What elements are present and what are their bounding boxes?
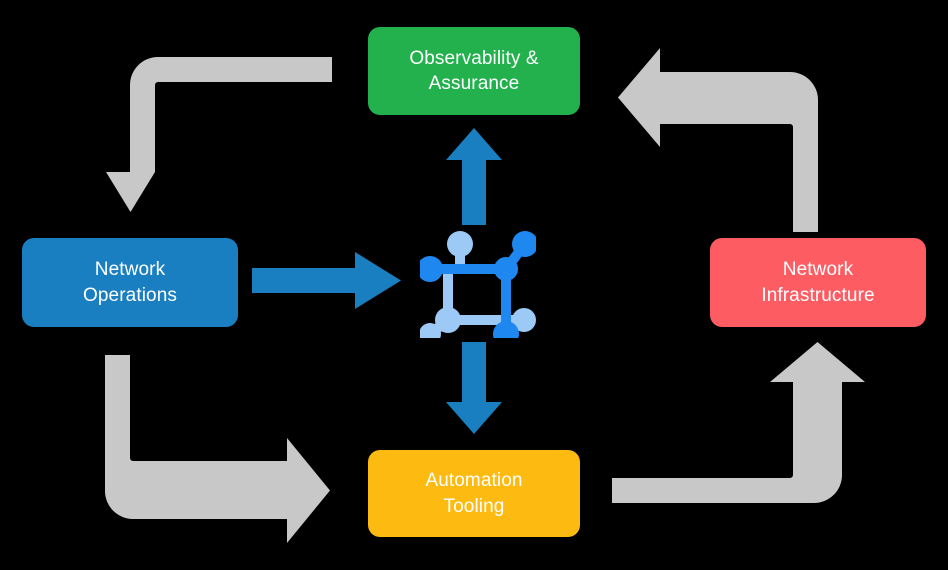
topology-light-nodes bbox=[420, 231, 536, 338]
node-observability-assurance[interactable]: Observability & Assurance bbox=[368, 27, 580, 115]
node-network-operations[interactable]: Network Operations bbox=[22, 238, 238, 327]
network-topology-icon bbox=[420, 231, 536, 338]
curved-arrow-up-left-icon-shape bbox=[618, 48, 818, 232]
node-network-infrastructure-label: Network Infrastructure bbox=[761, 259, 875, 306]
node-observability-assurance-label: Observability & Assurance bbox=[409, 47, 539, 94]
curved-arrow-down-right-icon-shape bbox=[105, 355, 330, 543]
curved-arrow-down-left-icon bbox=[106, 57, 332, 212]
arrow-up-icon bbox=[446, 128, 502, 225]
topology-dark-nodes bbox=[420, 231, 536, 338]
node-automation-tooling-label: Automation Tooling bbox=[425, 470, 523, 517]
node-automation-tooling[interactable]: Automation Tooling bbox=[368, 450, 580, 537]
node-network-infrastructure[interactable]: Network Infrastructure bbox=[710, 238, 926, 327]
arrow-right-icon bbox=[252, 252, 401, 309]
arrow-down-icon bbox=[446, 342, 502, 434]
node-network-operations-label: Network Operations bbox=[83, 259, 177, 306]
curved-arrow-right-up-icon bbox=[612, 342, 865, 503]
